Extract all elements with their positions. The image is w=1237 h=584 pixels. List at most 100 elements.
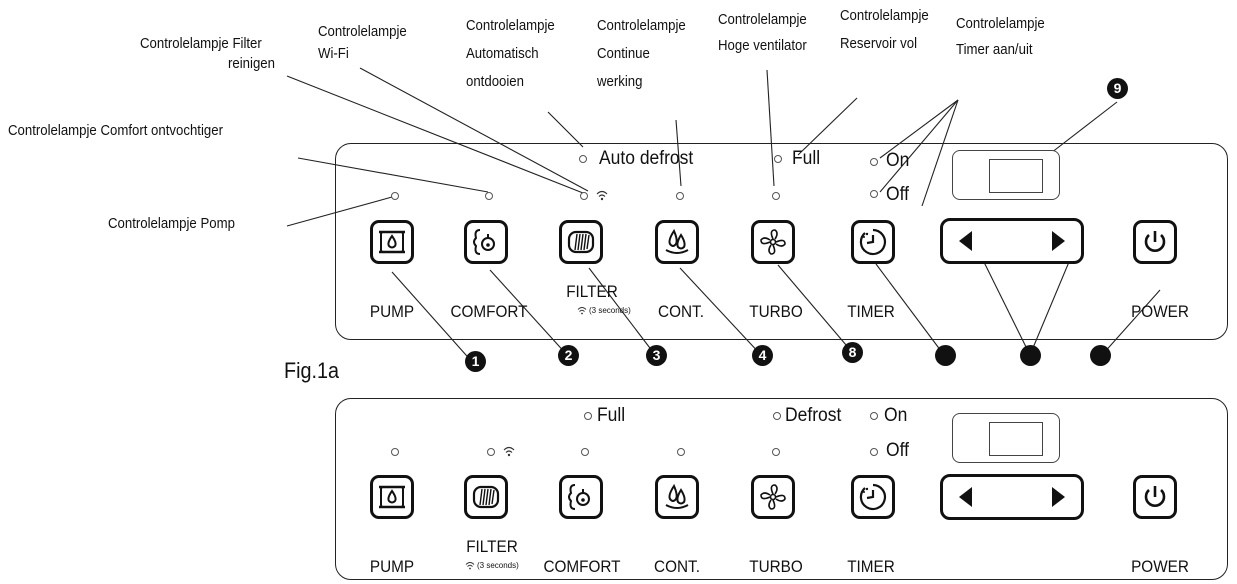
top-label-timer: TIMER bbox=[847, 302, 895, 321]
top-led-filter bbox=[580, 192, 588, 200]
top-comfort-button[interactable] bbox=[464, 220, 508, 264]
top-filter-wifi-icon bbox=[577, 307, 587, 315]
top-led-comfort bbox=[485, 192, 493, 200]
marker-blank-a bbox=[935, 345, 956, 366]
left-arrow-icon[interactable] bbox=[959, 487, 972, 507]
filter-icon bbox=[567, 230, 595, 254]
top-label-auto-defrost: Auto defrost bbox=[599, 148, 694, 169]
right-arrow-icon[interactable] bbox=[1052, 231, 1065, 251]
top-wifi-icon bbox=[596, 190, 608, 201]
bottom-label-power: POWER bbox=[1131, 557, 1189, 576]
timer-icon bbox=[859, 483, 887, 511]
top-display bbox=[952, 150, 1060, 200]
figure-label: Fig.1a bbox=[284, 358, 340, 383]
bottom-label-cont: CONT. bbox=[654, 557, 700, 576]
pump-icon bbox=[379, 485, 405, 509]
top-control-panel bbox=[335, 143, 1228, 340]
bottom-label-timer: TIMER bbox=[847, 557, 895, 576]
top-filter-button[interactable] bbox=[559, 220, 603, 264]
top-label-power: POWER bbox=[1131, 302, 1189, 321]
marker-blank-b bbox=[1020, 345, 1041, 366]
filter-icon bbox=[472, 485, 500, 509]
top-led-turbo bbox=[772, 192, 780, 200]
marker-8: 8 bbox=[842, 342, 863, 363]
top-label-turbo: TURBO bbox=[749, 302, 803, 321]
comfort-icon bbox=[568, 484, 590, 510]
fan-icon bbox=[760, 484, 786, 510]
bottom-cont-button[interactable] bbox=[655, 475, 699, 519]
callout-tank-full-line2: Reservoir vol bbox=[840, 35, 918, 52]
bottom-led-turbo bbox=[772, 448, 780, 456]
top-pump-button[interactable] bbox=[370, 220, 414, 264]
marker-4: 4 bbox=[752, 345, 773, 366]
left-arrow-icon[interactable] bbox=[959, 231, 972, 251]
callout-timer-line2: Timer aan/uit bbox=[956, 41, 1033, 58]
top-label-comfort: COMFORT bbox=[450, 302, 528, 321]
callout-continuous-line2: Continue bbox=[597, 45, 650, 62]
top-display-screen bbox=[989, 159, 1043, 193]
callout-filter-line1: Controlelampje Filter bbox=[140, 35, 262, 52]
bottom-label-on: On bbox=[884, 405, 908, 426]
bottom-adjust-buttons[interactable] bbox=[940, 474, 1084, 520]
comfort-icon bbox=[473, 229, 495, 255]
callout-high-fan-line1: Controlelampje bbox=[718, 11, 807, 28]
bottom-turbo-button[interactable] bbox=[751, 475, 795, 519]
callout-defrost-line3: ontdooien bbox=[466, 73, 524, 90]
callout-pump: Controlelampje Pomp bbox=[108, 215, 235, 232]
callout-continuous-line1: Controlelampje bbox=[597, 17, 686, 34]
bottom-pump-button[interactable] bbox=[370, 475, 414, 519]
bottom-label-pump: PUMP bbox=[369, 557, 415, 576]
fan-icon bbox=[760, 229, 786, 255]
marker-3: 3 bbox=[646, 345, 667, 366]
bottom-label-filter: FILTER bbox=[466, 537, 518, 556]
top-adjust-buttons[interactable] bbox=[940, 218, 1084, 264]
top-led-on bbox=[870, 158, 878, 166]
marker-blank-c bbox=[1090, 345, 1111, 366]
top-label-cont: CONT. bbox=[658, 302, 704, 321]
bottom-display-screen bbox=[989, 422, 1043, 456]
bottom-led-comfort bbox=[581, 448, 589, 456]
callout-filter-line2: reinigen bbox=[228, 55, 275, 72]
top-turbo-button[interactable] bbox=[751, 220, 795, 264]
bottom-label-defrost: Defrost bbox=[785, 405, 842, 426]
callout-timer-line1: Controlelampje bbox=[956, 15, 1045, 32]
bottom-led-off bbox=[870, 448, 878, 456]
top-timer-button[interactable] bbox=[851, 220, 895, 264]
bottom-label-off: Off bbox=[886, 440, 909, 461]
bottom-filter-button[interactable] bbox=[464, 475, 508, 519]
right-arrow-icon[interactable] bbox=[1052, 487, 1065, 507]
top-cont-button[interactable] bbox=[655, 220, 699, 264]
bottom-power-button[interactable] bbox=[1133, 475, 1177, 519]
bottom-timer-button[interactable] bbox=[851, 475, 895, 519]
top-label-full: Full bbox=[792, 148, 821, 169]
bottom-control-panel bbox=[335, 398, 1228, 580]
top-label-on: On bbox=[886, 150, 910, 171]
top-filter-hint: (3 seconds) bbox=[589, 306, 631, 315]
bottom-filter-hint: (3 seconds) bbox=[477, 561, 519, 570]
continuous-icon bbox=[665, 228, 689, 254]
callout-defrost-line1: Controlelampje bbox=[466, 17, 555, 34]
callout-high-fan-line2: Hoge ventilator bbox=[718, 37, 807, 54]
power-icon bbox=[1144, 231, 1166, 252]
bottom-led-filter bbox=[487, 448, 495, 456]
callout-wifi-line2: Wi-Fi bbox=[318, 45, 349, 62]
top-led-pump bbox=[391, 192, 399, 200]
pump-icon bbox=[379, 230, 405, 254]
top-label-pump: PUMP bbox=[369, 302, 415, 321]
callout-continuous-line3: werking bbox=[597, 73, 643, 90]
marker-2: 2 bbox=[558, 345, 579, 366]
top-label-filter: FILTER bbox=[566, 282, 618, 301]
top-power-button[interactable] bbox=[1133, 220, 1177, 264]
callout-comfort: Controlelampje Comfort ontvochtiger bbox=[8, 122, 223, 139]
bottom-label-comfort: COMFORT bbox=[543, 557, 621, 576]
bottom-led-defrost bbox=[773, 412, 781, 420]
continuous-icon bbox=[665, 483, 689, 509]
bottom-label-turbo: TURBO bbox=[749, 557, 803, 576]
marker-9: 9 bbox=[1107, 78, 1128, 99]
bottom-wifi-icon bbox=[503, 446, 515, 457]
bottom-comfort-button[interactable] bbox=[559, 475, 603, 519]
bottom-led-on bbox=[870, 412, 878, 420]
timer-icon bbox=[859, 228, 887, 256]
top-led-off bbox=[870, 190, 878, 198]
